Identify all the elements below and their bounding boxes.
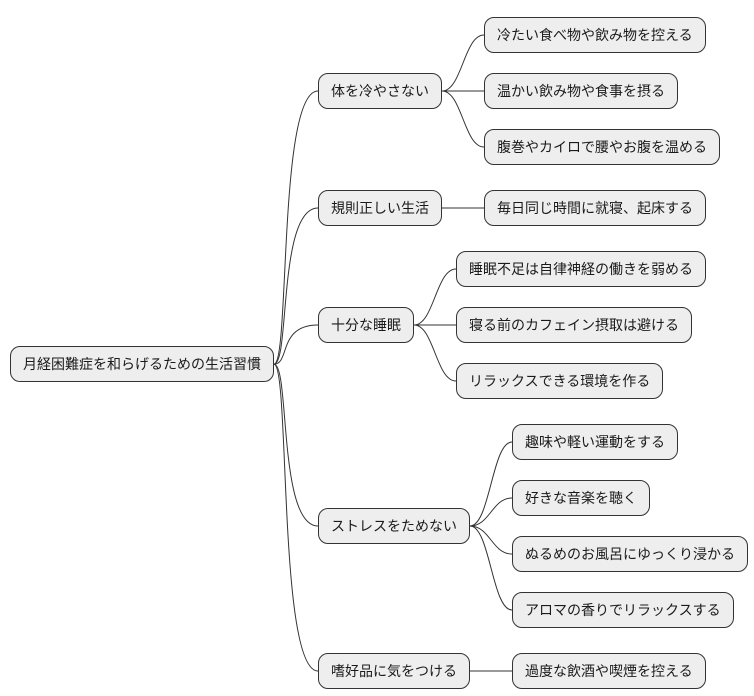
mindmap-node-leaf-1-2: 温かい飲み物や食事を摂る: [484, 73, 678, 109]
mindmap-node-leaf-4-3: ぬるめのお風呂にゆっくり浸かる: [512, 536, 748, 572]
mindmap-node-leaf-4-1: 趣味や軽い運動をする: [512, 424, 678, 460]
mindmap-edge: [441, 34, 485, 92]
mindmap-edge: [413, 324, 457, 382]
mindmap-node-branch-3: 十分な睡眠: [318, 307, 414, 343]
mindmap-node-branch-4: ストレスをためない: [318, 508, 470, 544]
mindmap-node-leaf-5-1: 過度な飲酒や喫煙を控える: [512, 653, 706, 689]
mindmap-edge: [469, 441, 513, 527]
mindmap-edge: [273, 207, 319, 365]
mindmap-node-leaf-3-1: 睡眠不足は自律神経の働きを弱める: [456, 251, 706, 287]
mindmap-edge: [441, 90, 485, 148]
mindmap-node-leaf-4-2: 好きな音楽を聴く: [512, 480, 650, 516]
mindmap-node-leaf-3-2: 寝る前のカフェイン摂取は避ける: [456, 307, 692, 343]
mindmap-edge: [273, 363, 319, 527]
mindmap-node-branch-1: 体を冷やさない: [318, 73, 442, 109]
mindmap-node-root: 月経困難症を和らげるための生活習慣: [10, 346, 274, 383]
mindmap-node-leaf-1-1: 冷たい食べ物や飲み物を控える: [484, 17, 706, 53]
mindmap-edge: [273, 363, 319, 672]
mindmap-node-leaf-2-1: 毎日同じ時間に就寝、起床する: [484, 190, 706, 226]
mindmap-node-branch-2: 規則正しい生活: [318, 190, 442, 226]
mindmap-edge: [273, 324, 319, 365]
mindmap-node-leaf-1-3: 腹巻やカイロで腰やお腹を温める: [484, 129, 720, 165]
mindmap-edge: [273, 90, 319, 365]
mindmap-edge: [469, 497, 513, 527]
mindmap-edge: [469, 525, 513, 555]
mindmap-node-leaf-4-4: アロマの香りでリラックスする: [512, 592, 734, 628]
mindmap-node-leaf-3-3: リラックスできる環境を作る: [456, 363, 664, 399]
mindmap-edge: [469, 525, 513, 611]
mindmap-edge: [413, 268, 457, 326]
mindmap-node-branch-5: 嗜好品に気をつける: [318, 653, 470, 689]
